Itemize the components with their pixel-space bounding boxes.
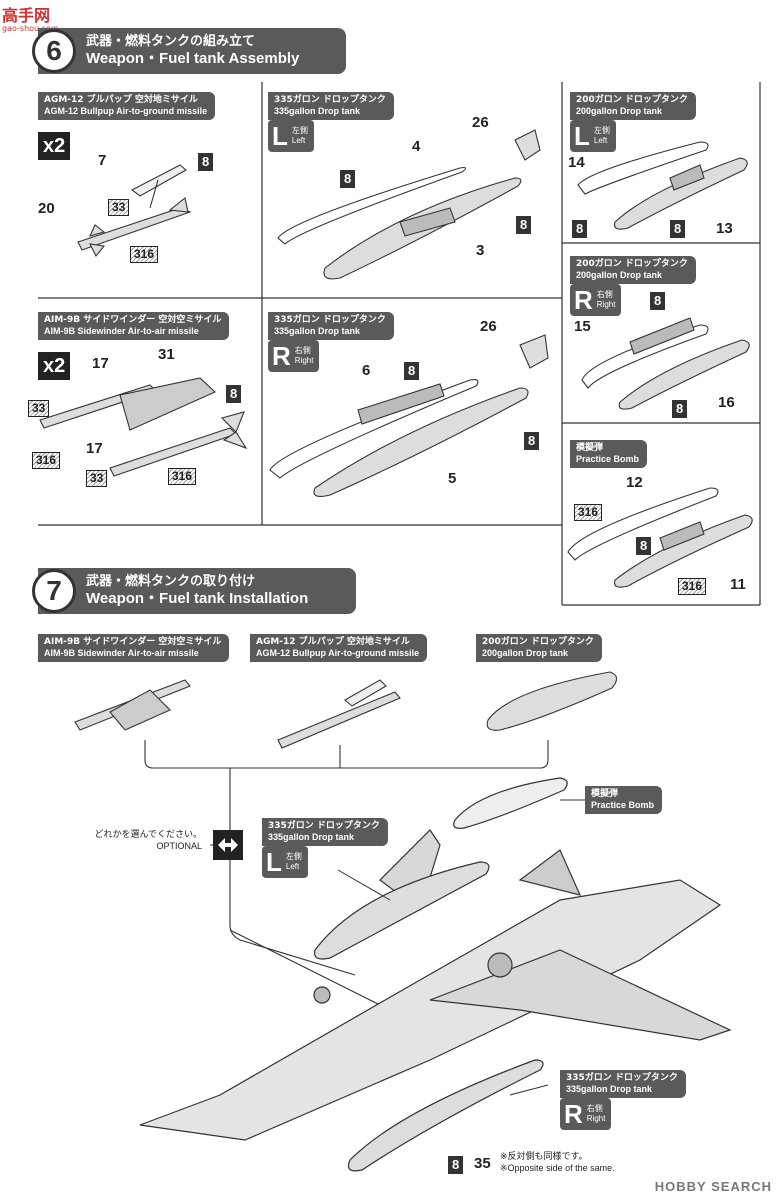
- aim9b-multiplier: x2: [38, 352, 71, 380]
- step7-drop200-label: 200ガロン ドロップタンク 200gallon Drop tank: [476, 634, 602, 662]
- part-code: 8: [448, 1156, 464, 1174]
- drop200-left-drawing: [577, 141, 748, 230]
- optional-note: どれかを選んでください。 OPTIONAL: [94, 830, 202, 851]
- part-code: 8: [404, 362, 420, 380]
- drop200-right-drawing: [581, 317, 750, 410]
- part-number: 5: [448, 470, 457, 487]
- part-code: 316: [678, 578, 707, 595]
- part-code: 8: [636, 537, 652, 555]
- drop335-right-drawing: [269, 334, 549, 497]
- watermark-logo: 高手网 gao-shou.com: [2, 6, 59, 33]
- aim9b-missile-drawing: [39, 377, 248, 477]
- part-code: 316: [32, 452, 61, 469]
- practice-bomb-label: 模擬弾 Practice Bomb: [570, 440, 648, 468]
- part-code: 8: [650, 292, 666, 310]
- step6-title-jp: 武器・燃料タンクの組み立て: [86, 34, 256, 49]
- part-code: 316: [168, 468, 197, 485]
- agm12-missile-drawing: [77, 164, 192, 258]
- drop335-left-label: 335ガロン ドロップタンク 335gallon Drop tank: [268, 92, 394, 120]
- step7-title-jp: 武器・燃料タンクの取り付け: [86, 574, 256, 589]
- part-number: 6: [362, 362, 371, 379]
- part-number: 35: [474, 1155, 491, 1172]
- step7-banner: 7 武器・燃料タンクの取り付け Weapon・Fuel tank Install…: [32, 568, 356, 614]
- drop335-right-label: 335ガロン ドロップタンク 335gallon Drop tank: [268, 312, 394, 340]
- part-number: 16: [718, 394, 735, 411]
- part-number: 12: [626, 474, 643, 491]
- part-number: 17: [92, 355, 109, 372]
- part-number: 11: [730, 576, 746, 593]
- part-code: 8: [226, 385, 242, 403]
- part-code: 8: [572, 220, 588, 238]
- opposite-note: ※反対側も同様です。 ※Opposite side of the same.: [500, 1152, 615, 1173]
- part-number: 14: [568, 154, 585, 171]
- part-number: 15: [574, 318, 591, 335]
- step6-banner: 6 武器・燃料タンクの組み立て Weapon・Fuel tank Assembl…: [32, 28, 346, 74]
- part-number: 4: [412, 138, 421, 155]
- part-code: 33: [108, 199, 130, 216]
- optional-arrows-icon: [213, 830, 243, 860]
- drop335-left-drawing: [277, 129, 541, 280]
- part-code: 8: [672, 400, 688, 418]
- step7-aim9b-label: AIM-9B サイドワインダー 空対空ミサイル AIM-9B Sidewinde…: [38, 634, 230, 662]
- step6-number: 6: [32, 29, 76, 73]
- step7-number: 7: [32, 569, 76, 613]
- part-number: 20: [38, 200, 55, 217]
- step7-agm12-label: AGM-12 ブルパップ 空対地ミサイル AGM-12 Bullpup Air-…: [250, 634, 428, 662]
- part-code: 33: [86, 470, 108, 487]
- aim9b-label: AIM-9B サイドワインダー 空対空ミサイル AIM-9B Sidewinde…: [38, 312, 230, 340]
- part-number: 13: [716, 220, 733, 237]
- agm12-label: AGM-12 ブルパップ 空対地ミサイル AGM-12 Bullpup Air-…: [38, 92, 216, 120]
- part-number: 17: [86, 440, 103, 457]
- part-number: 26: [472, 114, 489, 131]
- aircraft-drawing: [139, 777, 732, 1172]
- part-number: 7: [98, 152, 107, 169]
- part-code: 8: [516, 216, 532, 234]
- part-code: 8: [340, 170, 356, 188]
- part-code: 33: [28, 400, 50, 417]
- practice-bomb-drawing: [567, 487, 753, 588]
- hobby-search-logo: HOBBY SEARCH: [654, 1179, 772, 1194]
- drop200-left-label: 200ガロン ドロップタンク 200gallon Drop tank: [570, 92, 696, 120]
- part-code: 8: [198, 153, 214, 171]
- step7-drop335-right-label: 335ガロン ドロップタンク 335gallon Drop tank: [560, 1070, 686, 1098]
- part-code: 8: [670, 220, 686, 238]
- part-code: 316: [574, 504, 603, 521]
- step7-agm12-drawing: [277, 679, 401, 749]
- step7-drop335-left-label: 335ガロン ドロップタンク 335gallon Drop tank: [262, 818, 388, 846]
- part-number: 26: [480, 318, 497, 335]
- drop200-right-label: 200ガロン ドロップタンク 200gallon Drop tank: [570, 256, 696, 284]
- part-number: 3: [476, 242, 485, 259]
- part-number: 31: [158, 346, 175, 363]
- step7-title-en: Weapon・Fuel tank Installation: [86, 590, 309, 607]
- part-code: 316: [130, 246, 159, 263]
- part-code: 8: [524, 432, 540, 450]
- step7-aim9b-drawing: [74, 679, 191, 731]
- step7-drop200-drawing: [486, 671, 618, 731]
- step6-title-en: Weapon・Fuel tank Assembly: [86, 50, 300, 67]
- agm12-multiplier: x2: [38, 132, 71, 160]
- step7-practice-label: 模擬弾 Practice Bomb: [585, 786, 663, 814]
